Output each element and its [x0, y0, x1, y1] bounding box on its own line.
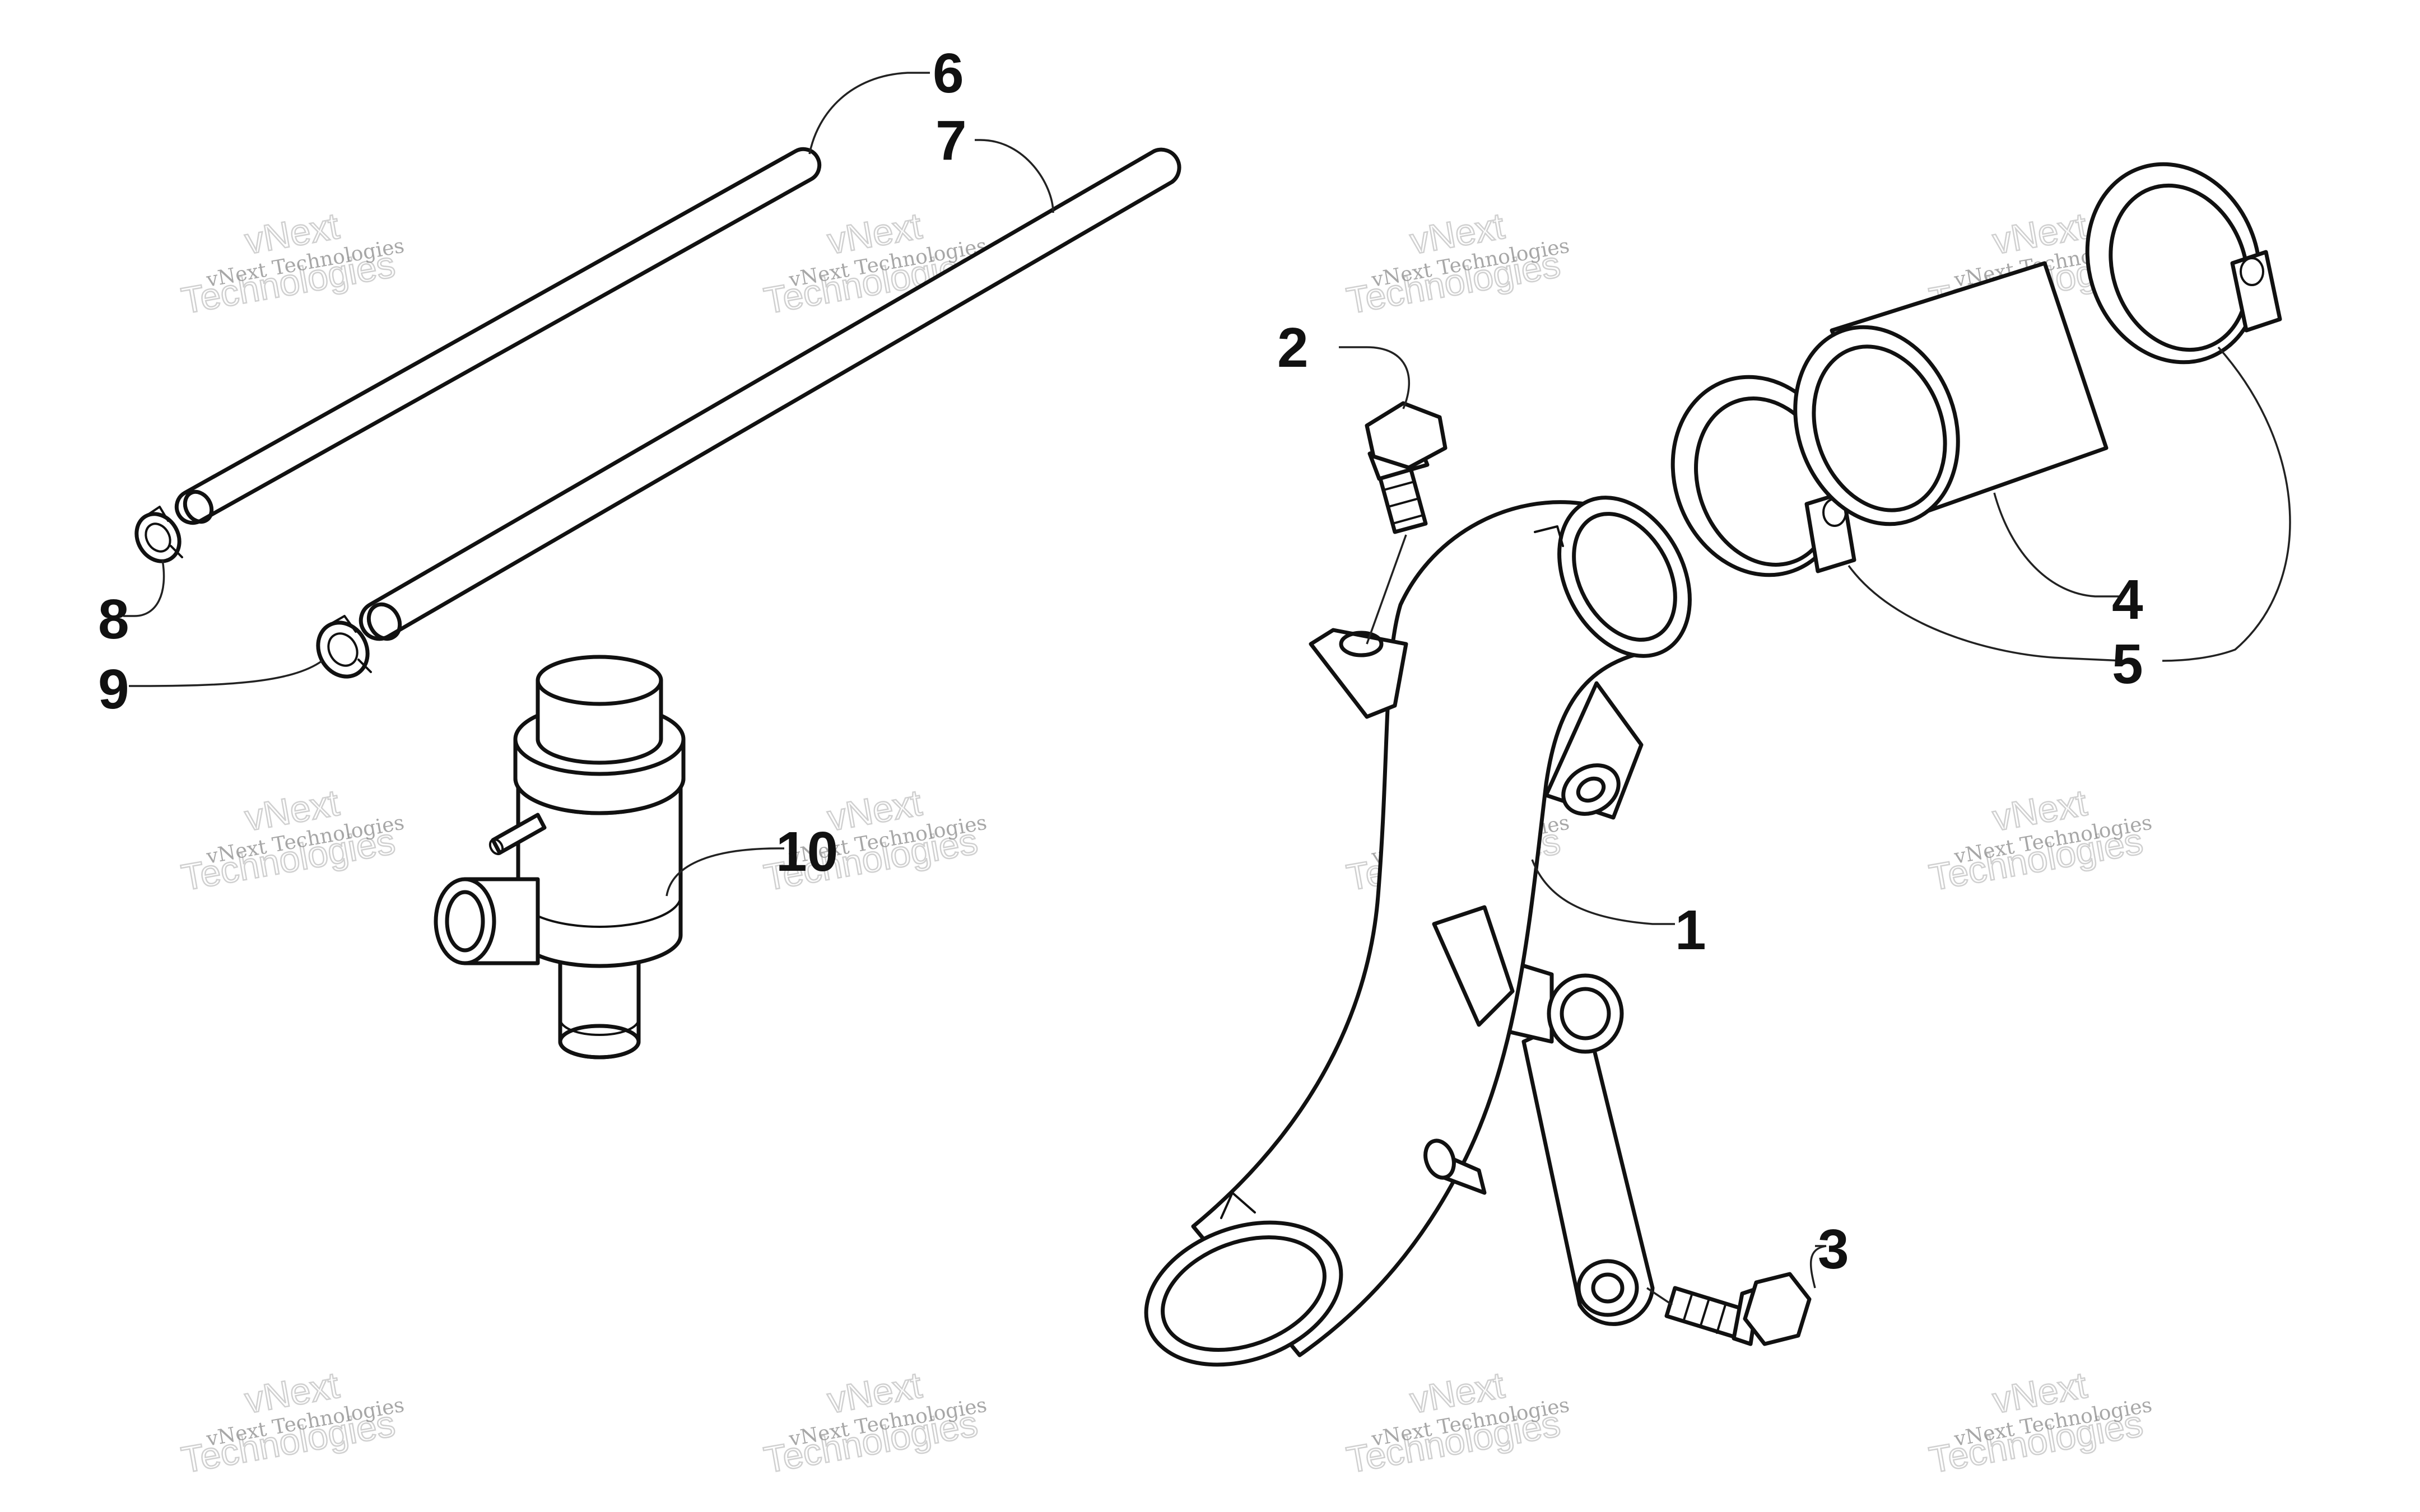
callout-7: 7 [936, 109, 967, 172]
callout-8: 8 [98, 588, 129, 651]
callout-3: 3 [1818, 1218, 1849, 1281]
part-10-valve [434, 655, 686, 1060]
callout-4: 4 [2112, 568, 2143, 631]
part-2-bolt [1365, 401, 1448, 645]
part-7-long-hose [359, 147, 1181, 641]
callout-6: 6 [933, 42, 964, 105]
callout-5: 5 [2112, 633, 2143, 696]
part-3-bolt [1646, 1272, 1812, 1346]
part-1-intake-elbow [1144, 496, 1692, 1367]
leader-lines [123, 72, 2291, 1289]
part-5-hose-clamp-rear [2085, 162, 2282, 365]
part-8-hose-clip [134, 506, 183, 563]
part-6-short-hose [174, 147, 822, 525]
part-9-hose-clip [316, 615, 372, 679]
callout-1: 1 [1675, 899, 1706, 962]
callout-10: 10 [776, 820, 838, 883]
callout-9: 9 [98, 658, 129, 721]
part-4-coupler-sleeve [1793, 261, 2109, 526]
callout-2: 2 [1277, 316, 1309, 379]
callout-labels: 1 2 3 4 5 6 7 8 9 10 [98, 42, 2143, 1281]
